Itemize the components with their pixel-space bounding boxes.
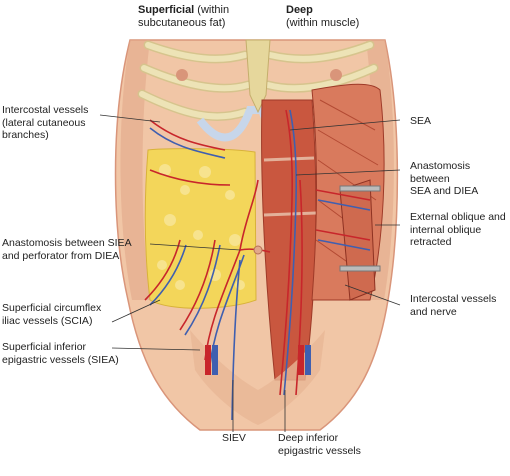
label-scia: Superficial circumflex iliac vessels (SC… bbox=[2, 302, 102, 327]
label-oblique-retracted: External oblique and internal oblique re… bbox=[410, 211, 506, 248]
label-anastomosis-sea-diea: Anastomosis between SEA and DIEA bbox=[410, 160, 479, 197]
left-nipple bbox=[176, 69, 188, 81]
label-sea: SEA bbox=[410, 115, 432, 127]
label-siev: SIEV bbox=[222, 432, 246, 444]
right-nipple bbox=[330, 69, 342, 81]
femoral-vessels bbox=[205, 345, 311, 375]
umbilicus bbox=[253, 245, 263, 255]
superficial-header-rest: (within bbox=[194, 4, 230, 16]
subcutaneous-fat bbox=[144, 148, 257, 309]
inguinal-region bbox=[190, 330, 325, 425]
arteries bbox=[144, 109, 371, 396]
superficial-header-line2: subcutaneous fat) bbox=[138, 17, 226, 29]
rectus-tendinous bbox=[263, 156, 317, 217]
label-anastomosis-siea: Anastomosis between SIEA and perforator … bbox=[2, 237, 132, 262]
fat-texture bbox=[157, 164, 245, 290]
label-intercostal-vessels: Intercostal vessels (lateral cutaneous b… bbox=[2, 104, 89, 141]
torso-shadow-left bbox=[120, 40, 150, 300]
label-siea: Superficial inferior epigastric vessels … bbox=[2, 341, 119, 366]
label-diev: Deep inferior epigastric vessels bbox=[278, 432, 361, 457]
deep-header: Deep (within muscle) bbox=[286, 4, 359, 30]
deep-header-line2: (within muscle) bbox=[286, 17, 360, 29]
leader-lines bbox=[99, 114, 401, 432]
veins bbox=[149, 109, 371, 421]
deep-header-bold: Deep bbox=[286, 4, 313, 16]
retractor-hooks bbox=[339, 185, 381, 272]
label-intercostal-nerve: Intercostal vessels and nerve bbox=[410, 293, 497, 318]
superficial-header-bold: Superficial bbox=[138, 4, 195, 16]
superficial-header: Superficial (within subcutaneous fat) bbox=[138, 4, 229, 30]
